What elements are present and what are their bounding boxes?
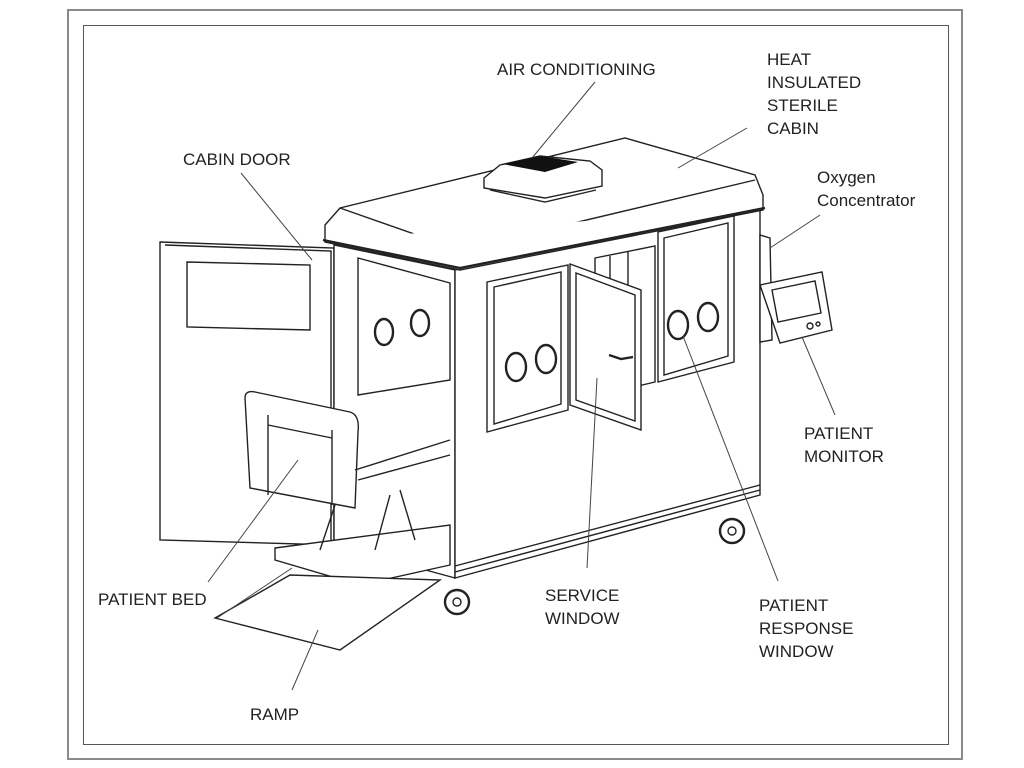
leader-ramp xyxy=(291,629,319,691)
leader-lines xyxy=(207,81,836,691)
leader-oxygen xyxy=(769,214,821,249)
leader-air-conditioning xyxy=(531,81,596,159)
patient-monitor-device xyxy=(759,271,833,344)
door-handle xyxy=(608,353,634,361)
glove-port xyxy=(409,308,431,338)
patient-bed xyxy=(244,390,451,586)
cabin-front-panel xyxy=(454,204,761,579)
leader-patient-bed xyxy=(207,459,299,583)
door-window xyxy=(186,261,311,331)
ramp xyxy=(213,574,443,651)
label-service-window: SERVICE WINDOW xyxy=(545,586,620,628)
label-heat-insulated-cabin: HEAT INSULATED STERILE CABIN xyxy=(767,50,862,138)
bed-headboard xyxy=(244,390,360,509)
wheels xyxy=(443,517,746,616)
inner-frame xyxy=(83,25,949,745)
leader-service-window xyxy=(586,377,598,569)
air-conditioning-unit xyxy=(483,155,603,203)
label-patient-response-window: PATIENT RESPONSE WINDOW xyxy=(759,596,854,661)
label-patient-bed: PATIENT BED xyxy=(98,590,207,609)
leader-response-window xyxy=(682,335,779,582)
label-oxygen-concentrator: Oxygen Concentrator xyxy=(817,168,916,210)
outer-frame xyxy=(67,9,963,760)
left-side-window xyxy=(357,257,451,396)
label-ramp: RAMP xyxy=(250,705,300,724)
leader-cabin-door xyxy=(240,172,313,261)
cabin-roof xyxy=(322,137,766,271)
glove-port xyxy=(373,317,395,347)
ac-vent-grille xyxy=(502,156,578,172)
service-window-door xyxy=(569,262,642,431)
leader-patient-monitor xyxy=(801,336,836,416)
label-air-conditioning: AIR CONDITIONING xyxy=(497,60,656,79)
bed-base xyxy=(274,524,451,586)
label-patient-monitor: PATIENT MONITOR xyxy=(804,424,884,466)
leader-ramp-edge xyxy=(216,567,293,619)
leader-cabin xyxy=(677,127,748,169)
label-cabin-door: CABIN DOOR xyxy=(183,150,291,169)
